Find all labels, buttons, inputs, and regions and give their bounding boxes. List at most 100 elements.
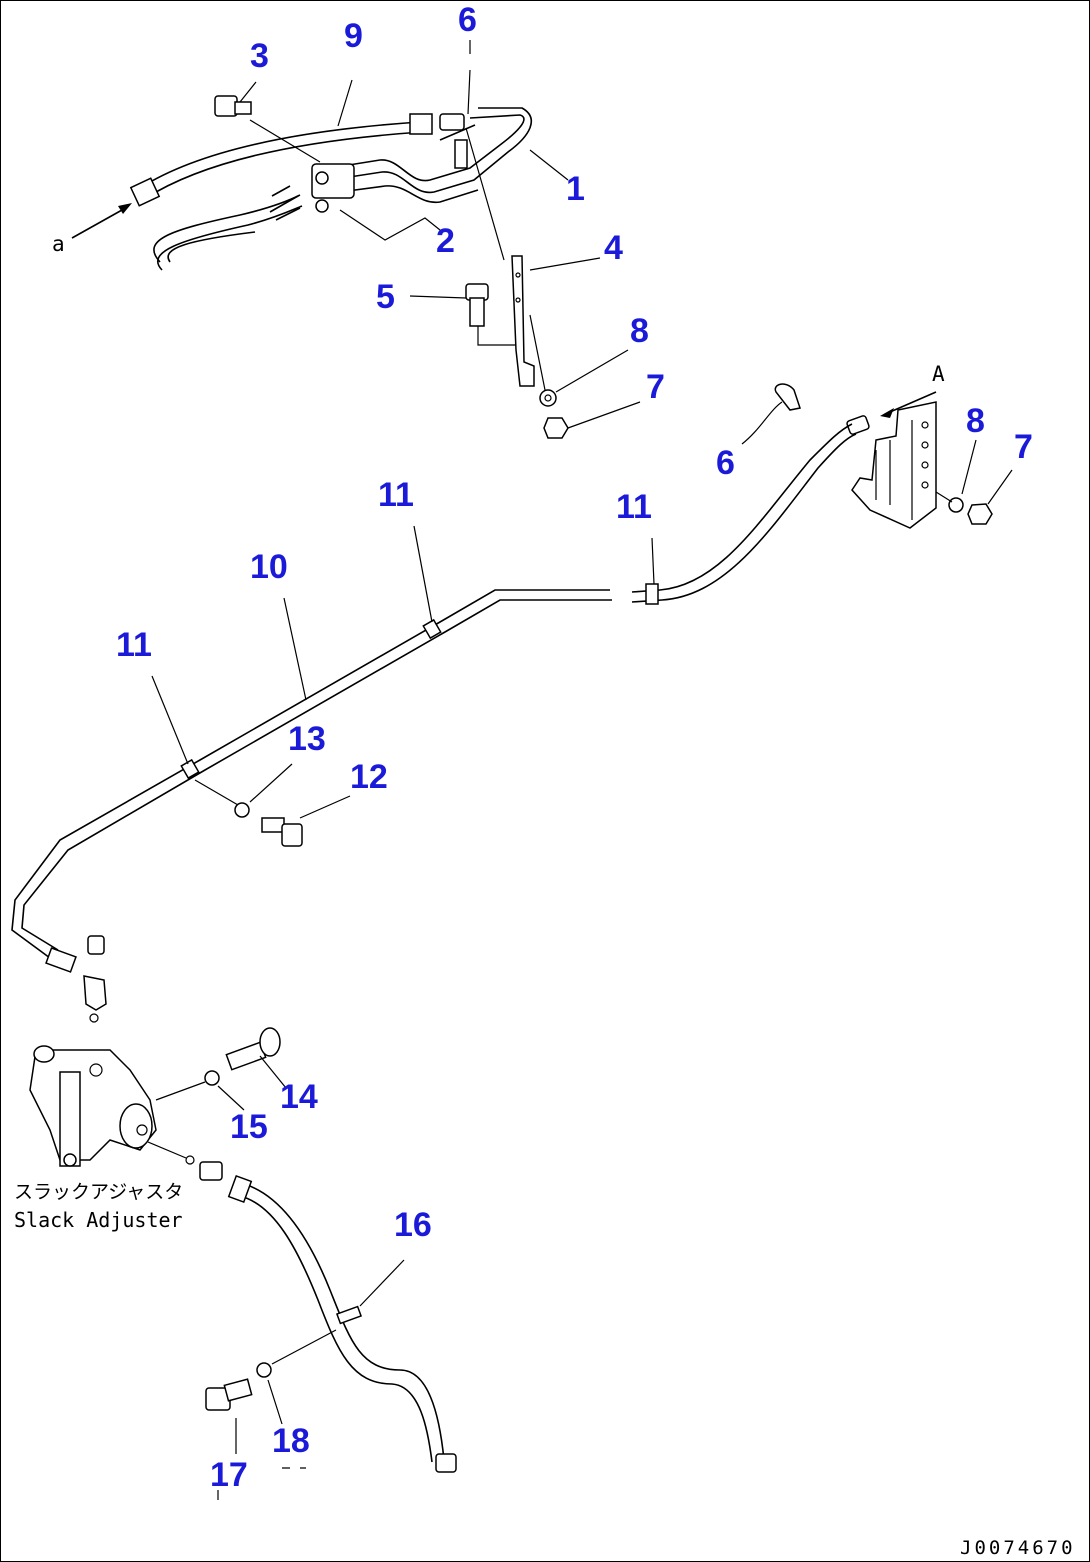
leader-9 <box>337 79 353 127</box>
bracket-hole-d <box>921 481 929 489</box>
leader-1 <box>529 149 569 181</box>
junction-port-1 <box>315 171 329 185</box>
leader-17 <box>217 1418 237 1500</box>
adjuster-port-top <box>33 1045 55 1063</box>
tube-10-edge-a <box>11 589 610 959</box>
bolt-12-shank <box>261 817 285 833</box>
bolt-5-path <box>477 326 516 346</box>
leader-3 <box>239 81 321 163</box>
hose-lower-c <box>167 231 256 263</box>
callout-6-right: 6 <box>716 444 735 482</box>
hose-lower-a <box>153 194 301 263</box>
adjuster-arm <box>59 1071 81 1167</box>
leader-8-right <box>961 439 977 495</box>
main-tube-10 <box>11 423 857 1023</box>
bracket-hole-1 <box>515 272 521 278</box>
arrow-a-line <box>71 209 123 239</box>
clamp-11-mid <box>422 618 442 640</box>
callout-2: 2 <box>436 222 455 260</box>
hose-coil-marks <box>269 185 301 221</box>
connection-ref-A: A <box>932 362 945 386</box>
connection-ref-a: a <box>52 232 65 256</box>
tee-gasket <box>89 1013 99 1023</box>
clamp-11-left <box>180 758 200 780</box>
callout-8-top: 8 <box>630 312 649 350</box>
callout-17: 17 <box>210 1456 248 1494</box>
leader-lines <box>151 40 1013 1500</box>
adjuster-boss-hole <box>136 1124 148 1136</box>
tube-end-fitting-left <box>45 947 77 973</box>
leader-13 <box>249 763 293 803</box>
bolt-12-head <box>281 823 303 847</box>
top-hose-assembly: a <box>52 95 569 439</box>
callout-11-right: 11 <box>616 488 652 526</box>
tee-fitting <box>83 975 107 1011</box>
leader-5 <box>409 295 467 299</box>
hose-16-clamp <box>335 1305 363 1325</box>
leader-11-right <box>651 537 655 585</box>
washer-18 <box>256 1362 272 1378</box>
arrow-A-head <box>880 408 894 418</box>
tee-cap <box>87 935 105 955</box>
fitting-centerline <box>147 1141 187 1159</box>
arrow-A-line <box>889 391 937 413</box>
callout-6-top: 6 <box>458 1 477 39</box>
leader-4 <box>529 257 601 271</box>
callout-9: 9 <box>344 17 363 55</box>
washer-8-right <box>948 497 964 513</box>
lower-hose-assembly <box>205 1174 457 1473</box>
callout-1: 1 <box>566 170 585 208</box>
slack-adjuster-label-jp: スラックアジャスタ <box>14 1181 183 1203</box>
callout-14: 14 <box>280 1078 318 1116</box>
hose-16-fitting-top <box>227 1174 253 1204</box>
bolt-14-head <box>259 1027 281 1057</box>
assembly-centerline <box>465 127 546 391</box>
hose-lower-b <box>156 205 303 271</box>
tube-1-edge-b <box>329 107 533 194</box>
tube-10-right-b <box>631 433 857 603</box>
hose-fitting-right <box>409 113 433 135</box>
callout-3: 3 <box>250 37 269 75</box>
leader-12 <box>299 795 351 819</box>
callout-16: 16 <box>394 1206 432 1244</box>
washer-8-top <box>539 389 557 407</box>
bolt-12-centerline <box>194 779 239 806</box>
bracket-hole-b <box>921 441 929 449</box>
adjuster-gasket <box>185 1155 195 1165</box>
callout-7-right: 7 <box>1014 428 1033 466</box>
bracket-ribs <box>875 420 913 520</box>
washer-8-top-hole <box>544 394 552 402</box>
adjuster-boss <box>119 1103 153 1149</box>
leader-7-right <box>987 469 1013 505</box>
bolt-17-centerline <box>271 1329 337 1365</box>
leader-14 <box>259 1055 287 1089</box>
callout-7-top: 7 <box>646 368 665 406</box>
hose-16-edge-a <box>235 1181 445 1461</box>
callout-5: 5 <box>376 278 395 316</box>
leader-7-top <box>567 401 641 429</box>
hose-upper-edge-a <box>139 121 421 189</box>
leader-6-right <box>741 401 783 445</box>
leader-11-mid <box>413 525 433 623</box>
bolt-5-shank <box>469 297 485 327</box>
washer-15 <box>204 1070 220 1086</box>
drawing-number: J0074670 <box>960 1537 1076 1559</box>
leader-11-left <box>151 675 189 765</box>
leader-16 <box>359 1259 405 1307</box>
clamp-11-right <box>645 583 659 605</box>
tube-10-edge-b <box>21 599 612 951</box>
adjuster-fitting <box>199 1161 223 1181</box>
tube-10-right-a <box>631 423 853 593</box>
junction-port-2 <box>315 199 329 213</box>
tube-2-edge <box>339 185 479 203</box>
callout-11-left: 11 <box>116 626 152 664</box>
hose-16-edge-b <box>239 1195 433 1463</box>
callout-18: 18 <box>272 1422 310 1460</box>
slack-adjuster-assembly: スラックアジャスタ Slack Adjuster <box>14 1027 281 1232</box>
callout-4: 4 <box>604 229 623 267</box>
adjuster-arm-hole <box>63 1153 77 1167</box>
tube-1-edge-a <box>329 114 525 182</box>
leader-18 <box>267 1379 306 1469</box>
leader-10 <box>283 597 307 701</box>
